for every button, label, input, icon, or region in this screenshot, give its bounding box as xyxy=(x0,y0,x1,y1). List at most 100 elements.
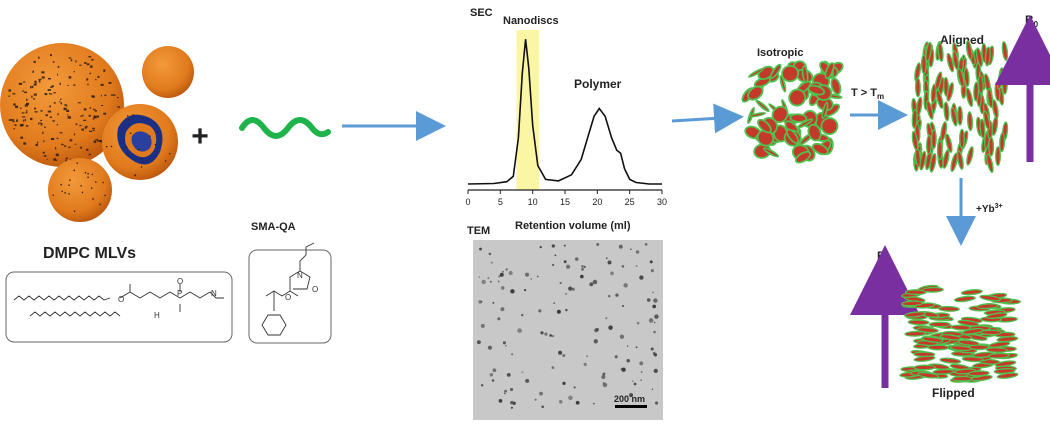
pore xyxy=(68,193,70,195)
nanodisc xyxy=(984,46,991,67)
tem-particle xyxy=(592,279,598,285)
pore xyxy=(31,85,34,89)
tem-particle xyxy=(596,243,600,246)
pore xyxy=(97,75,100,79)
pore xyxy=(12,93,16,95)
tem-particle xyxy=(504,389,507,393)
sec-tick-label: 15 xyxy=(560,197,570,207)
tem-particle xyxy=(506,373,511,377)
pore xyxy=(30,117,33,121)
tem-particle xyxy=(525,378,530,383)
pore xyxy=(30,85,32,89)
nanodisc xyxy=(763,147,780,158)
nanodisc xyxy=(985,346,1008,354)
tem-particle xyxy=(608,325,613,330)
pore xyxy=(68,184,70,186)
tem-particle xyxy=(608,294,611,298)
nanodisc xyxy=(920,54,927,75)
pore xyxy=(59,82,61,85)
pore xyxy=(104,194,106,197)
nanodisc xyxy=(976,303,999,310)
pore xyxy=(47,110,52,113)
pore xyxy=(13,103,16,106)
sma-backbone xyxy=(265,242,315,311)
nanodisc-core xyxy=(986,47,990,66)
pore xyxy=(89,130,93,132)
nanodisc-core xyxy=(951,108,957,126)
tem-particle xyxy=(619,334,625,339)
nanodisc-core xyxy=(940,358,960,363)
tem-particle xyxy=(554,254,557,257)
tem-particle xyxy=(517,328,522,333)
nanodisc xyxy=(993,367,1016,375)
tem-particle xyxy=(635,265,638,267)
nanodisc xyxy=(911,130,919,151)
nanodisc xyxy=(904,330,927,337)
nanodisc xyxy=(965,87,974,108)
nanodisc xyxy=(789,113,808,123)
pore xyxy=(82,114,84,117)
nanodisc xyxy=(748,112,767,118)
tem-particle xyxy=(618,244,623,249)
pore xyxy=(87,172,89,175)
nanodisc-core xyxy=(774,126,787,141)
tem-particle xyxy=(644,243,648,246)
pore xyxy=(84,62,87,64)
pore xyxy=(23,119,25,122)
tem-particle xyxy=(586,355,589,358)
dmpc-atom-n: N xyxy=(211,289,217,298)
arrow-to-isotropic xyxy=(671,103,744,134)
nanodisc-core xyxy=(916,148,920,166)
nanodisc-core xyxy=(926,151,931,169)
tem-particle xyxy=(568,286,573,291)
nanodisc-core xyxy=(749,69,763,77)
temperature-main: T > T xyxy=(851,87,877,99)
pore xyxy=(103,112,107,115)
sma-atom-o2: O xyxy=(285,293,291,302)
pore xyxy=(8,89,12,92)
nanodisc-core xyxy=(941,122,946,140)
tem-particle xyxy=(640,371,643,373)
nanodisc-core xyxy=(995,369,1015,373)
tem-particle xyxy=(487,345,493,350)
pore xyxy=(19,125,23,127)
nanodisc-core xyxy=(996,147,1000,165)
nanodisc-core xyxy=(927,136,931,154)
pore xyxy=(64,104,67,106)
nanodisc xyxy=(961,328,984,335)
nanodisc-core xyxy=(748,87,762,99)
tem-particle xyxy=(534,398,537,401)
pore xyxy=(93,140,97,143)
nanodisc-core xyxy=(914,356,934,361)
pore xyxy=(26,98,28,101)
pore xyxy=(93,115,96,118)
pore xyxy=(55,153,59,157)
pore xyxy=(14,124,17,126)
nanodisc xyxy=(983,73,991,94)
tem-particle xyxy=(592,402,595,405)
pore xyxy=(84,126,87,129)
nanodisc xyxy=(943,101,950,122)
nanodisc xyxy=(939,357,962,364)
tem-particle xyxy=(565,293,567,295)
pore xyxy=(77,102,81,104)
nanodisc-core xyxy=(906,290,926,294)
nanodisc xyxy=(747,85,764,101)
nanodisc-core xyxy=(832,79,840,94)
yb-main: +Yb xyxy=(976,204,995,215)
nanodisc xyxy=(991,99,999,119)
nanodisc-core xyxy=(944,78,948,96)
pore xyxy=(8,119,13,121)
tem-particle xyxy=(571,287,575,291)
nanodisc-core xyxy=(966,88,972,106)
tem-particles xyxy=(476,243,659,409)
pore xyxy=(57,113,59,116)
pore xyxy=(49,92,51,95)
pore xyxy=(94,110,97,112)
nanodisc xyxy=(945,133,953,153)
nanodisc xyxy=(942,149,950,169)
nanodisc xyxy=(756,129,775,147)
pore xyxy=(38,56,40,59)
tem-particle xyxy=(621,367,626,372)
tem-particle xyxy=(480,323,485,328)
